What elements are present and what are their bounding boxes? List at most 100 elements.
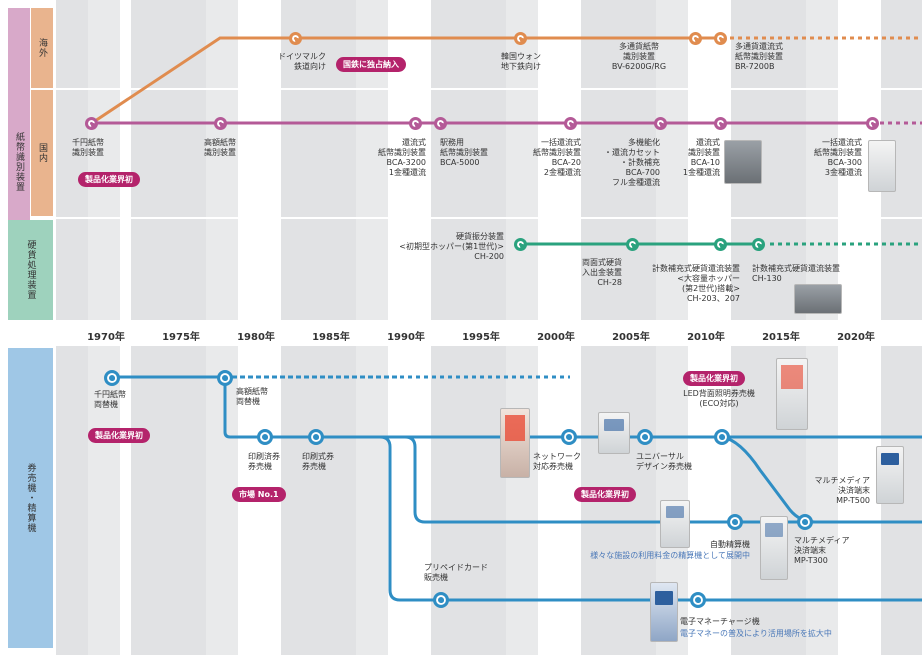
autopay-machine-image <box>660 500 690 548</box>
year-label: 1985年 <box>312 332 350 343</box>
ticket-node-printtype <box>308 429 324 445</box>
year-label: 2010年 <box>687 332 725 343</box>
ticket-item-autopay: 自動精算機 <box>710 540 750 549</box>
bca10-device-image <box>724 140 762 184</box>
ticket-changer-badge: 製品化業界初 <box>88 428 150 443</box>
ticket-item-printed: 印刷済券券売機 <box>248 452 280 471</box>
overseas-dm-badge: 国鉄に独占納入 <box>336 57 406 72</box>
ticket-node-prepaid <box>433 592 449 608</box>
year-label: 1975年 <box>162 332 200 343</box>
ticket-item-emoney: 電子マネーチャージ機 <box>680 617 760 626</box>
domestic-node-bca20 <box>564 117 577 130</box>
category-ticket: 券売機・精算機 <box>8 348 53 648</box>
ticket-item-led: LED背面照明券売機(ECO対応) <box>683 389 755 408</box>
domestic-node-bca10 <box>714 117 727 130</box>
coin-node-ch130 <box>752 238 765 251</box>
ticket-node-led <box>714 429 730 445</box>
ticket-universal-badge: 製品化業界初 <box>574 487 636 502</box>
network-ticket-machine-image <box>500 408 530 478</box>
category-domestic-label: 国内 <box>37 143 47 163</box>
led-ticket-machine-image <box>776 358 808 430</box>
category-banknote-label: 紙幣識別装置 <box>14 132 24 192</box>
ticket-node-universal <box>637 429 653 445</box>
year-label: 1970年 <box>87 332 125 343</box>
domestic-item-high: 高額紙幣識別装置 <box>204 138 236 157</box>
mp300-device-image <box>760 516 788 580</box>
separator <box>53 88 922 90</box>
category-overseas: 海外 <box>31 8 53 88</box>
overseas-item-won: 韓国ウォン地下鉄向け <box>501 52 541 71</box>
domestic-node-high <box>214 117 227 130</box>
ticket-node-autopay <box>727 514 743 530</box>
ticket-item-universal: ユニバーサルデザイン券売機 <box>636 452 692 471</box>
overseas-node-bv <box>689 32 702 45</box>
category-ticket-label: 券売機・精算機 <box>25 463 36 533</box>
category-domestic: 国内 <box>31 90 53 216</box>
year-label: 1995年 <box>462 332 500 343</box>
domestic-node-bca3200 <box>409 117 422 130</box>
ticket-node-mp300 <box>797 514 813 530</box>
overseas-item-dm: ドイツマルク鉄道向け <box>278 52 326 71</box>
universal-ticket-machine-image <box>598 412 630 454</box>
ticket-node-network <box>561 429 577 445</box>
domestic-n1000-badge: 製品化業界初 <box>78 172 140 187</box>
ticket-node-changer <box>104 370 120 386</box>
ticket-autopay-note: 様々な施設の利用料金の精算機として展開中 <box>590 551 750 560</box>
ticket-printed-badge: 市場 No.1 <box>232 487 286 502</box>
ticket-item-network: ネットワーク対応券売機 <box>533 452 581 471</box>
ticket-item-highchanger: 高額紙幣両替機 <box>236 387 268 406</box>
ticket-item-printtype: 印刷式券券売機 <box>302 452 334 471</box>
coin-node-ch28 <box>626 238 639 251</box>
year-label: 2005年 <box>612 332 650 343</box>
category-coin: 硬貨処理装置 <box>8 220 53 320</box>
ticket-prepaid-line <box>379 435 922 602</box>
ticket-item-prepaid: プリペイドカード販売機 <box>424 563 488 582</box>
mp500-device-image <box>876 446 904 504</box>
emoney-machine-image <box>650 582 678 642</box>
year-axis-strip <box>53 320 922 346</box>
year-label: 2015年 <box>762 332 800 343</box>
overseas-node-br <box>714 32 727 45</box>
category-coin-label: 硬貨処理装置 <box>25 240 36 300</box>
overseas-line <box>91 36 720 125</box>
ticket-node-highchanger <box>217 370 233 386</box>
ticket-node-emoney <box>690 592 706 608</box>
coin-node-ch200 <box>514 238 527 251</box>
ticket-main-line <box>223 377 922 439</box>
overseas-node-dm <box>289 32 302 45</box>
year-label: 2000年 <box>537 332 575 343</box>
separator <box>53 217 922 219</box>
ticket-node-printed <box>257 429 273 445</box>
ch130-device-image <box>794 284 842 314</box>
year-label: 2020年 <box>837 332 875 343</box>
ticket-emoney-note: 電子マネーの普及により活用場所を拡大中 <box>680 629 832 638</box>
ticket-item-changer: 千円紙幣両替機 <box>94 390 126 409</box>
coin-item-ch200: 硬貨振分装置<初期型ホッパー(第1世代)>CH-200 <box>399 232 504 261</box>
domestic-node-bca5000 <box>434 117 447 130</box>
year-label: 1990年 <box>387 332 425 343</box>
domestic-node-n1000 <box>85 117 98 130</box>
domestic-node-bca700 <box>654 117 667 130</box>
overseas-node-won <box>514 32 527 45</box>
year-label: 1980年 <box>237 332 275 343</box>
coin-node-ch203 <box>714 238 727 251</box>
domestic-item-n1000: 千円紙幣識別装置 <box>72 138 104 157</box>
ticket-led-badge: 製品化業界初 <box>683 371 745 386</box>
domestic-node-bca300 <box>866 117 879 130</box>
ticket-autopay-line <box>404 435 922 524</box>
coin-item-ch203: 計数補充式硬貨還流装置<大容量ホッパー(第2世代)搭載>CH-203、207 <box>652 264 740 303</box>
bca300-device-image <box>868 140 896 192</box>
